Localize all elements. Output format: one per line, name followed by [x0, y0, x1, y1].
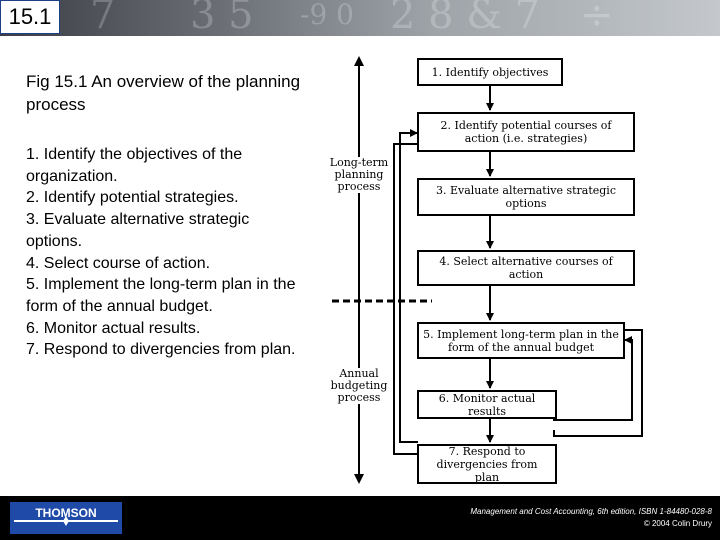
header-banner: 7 3 5 -9 0 2 8 & 7 ÷	[0, 0, 720, 36]
process-box-monitor-results: 6. Monitor actual results	[417, 390, 557, 419]
feedback-loop-line	[394, 144, 418, 454]
list-item: 4. Select course of action.	[26, 253, 306, 275]
arrow-up-icon	[354, 56, 364, 66]
planning-process-diagram: 1. Identify objectives 2. Identify poten…	[320, 50, 720, 490]
list-item: 7. Respond to divergencies from plan.	[26, 339, 306, 361]
decorative-numbers: 3 5	[190, 0, 254, 36]
list-item: 1. Identify the objectives of the organi…	[26, 144, 306, 187]
citation-line: Management and Cost Accounting, 6th edit…	[470, 506, 712, 518]
slide-number: 15.1	[0, 0, 60, 34]
arrow-down-icon	[354, 474, 364, 484]
citation: Management and Cost Accounting, 6th edit…	[470, 506, 712, 530]
annual-budgeting-label: Annual budgeting process	[329, 368, 389, 404]
feedback-loop-arrow	[400, 133, 418, 442]
list-item: 2. Identify potential strategies.	[26, 187, 306, 209]
process-box-identify-objectives: 1. Identify objectives	[417, 58, 563, 86]
footer-bar: THOMSON Management and Cost Accounting, …	[0, 496, 720, 540]
steps-list: 1. Identify the objectives of the organi…	[26, 144, 306, 361]
copyright-line: © 2004 Colin Drury	[470, 518, 712, 530]
process-box-implement-plan: 5. Implement long-term plan in the form …	[417, 322, 625, 359]
decorative-numbers: 7	[90, 0, 115, 36]
list-item: 6. Monitor actual results.	[26, 318, 306, 340]
process-box-identify-strategies: 2. Identify potential courses of action …	[417, 112, 635, 152]
process-box-evaluate-options: 3. Evaluate alternative strategic option…	[417, 178, 635, 216]
process-box-respond-divergencies: 7. Respond to divergencies from plan	[417, 444, 557, 484]
decorative-numbers: 2 8 & 7	[390, 0, 540, 36]
process-box-select-courses: 4. Select alternative courses of action	[417, 250, 635, 286]
long-term-label: Long-term planning process	[329, 157, 389, 193]
list-item: 3. Evaluate alternative strategic option…	[26, 209, 306, 252]
decorative-numbers: -9 0	[300, 0, 354, 31]
decorative-numbers: ÷	[580, 0, 614, 36]
list-item: 5. Implement the long-term plan in the f…	[26, 274, 306, 317]
logo-text: THOMSON	[35, 506, 96, 520]
thomson-logo: THOMSON	[10, 502, 122, 534]
figure-title: Fig 15.1 An overview of the planning pro…	[26, 70, 306, 116]
